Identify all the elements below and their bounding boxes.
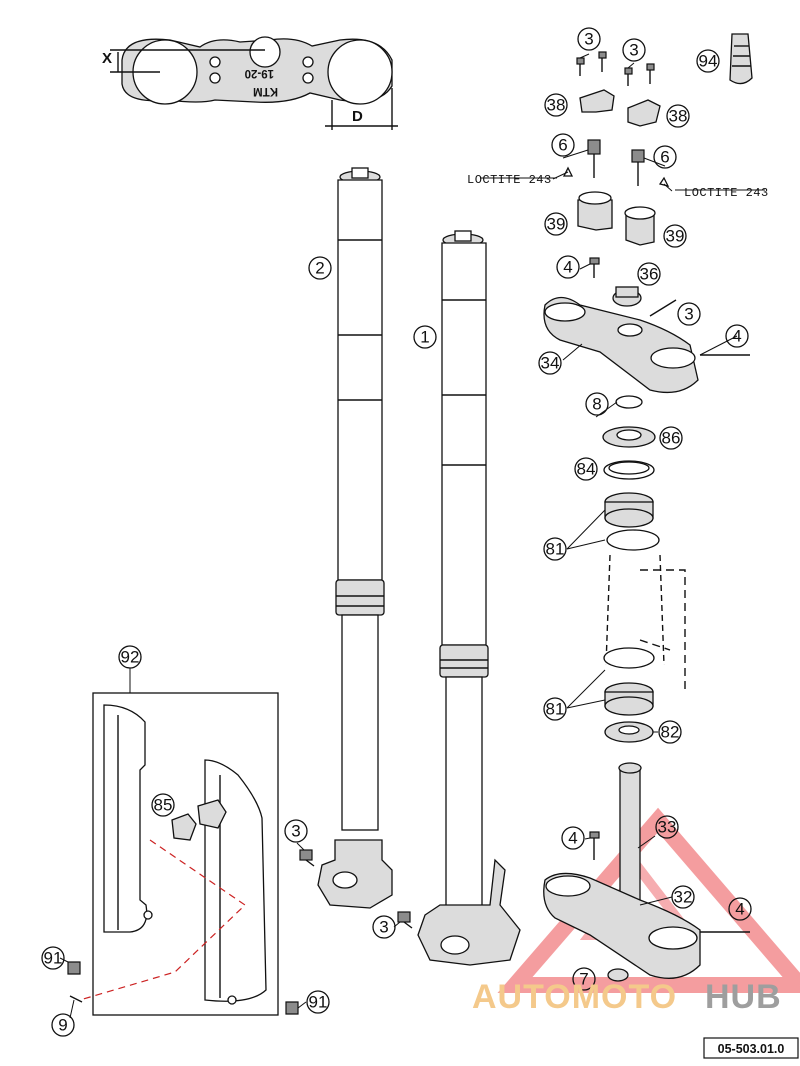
callout-39-left: 39 (547, 215, 566, 234)
callout-34: 34 (541, 354, 560, 373)
lower-triple-clamp-33 (543, 762, 750, 982)
bolt-set-6 (562, 139, 670, 187)
tool-94 (729, 33, 753, 85)
callout-4-lower-clamp: 4 (568, 829, 577, 848)
callout-91-left: 91 (44, 949, 63, 968)
callout-38-left: 38 (547, 96, 566, 115)
callout-94: 94 (699, 52, 718, 71)
bearing-stack (602, 395, 686, 743)
loctite-note-right: LOCTITE 243 (684, 186, 769, 200)
callout-3-fork-right: 3 (379, 918, 388, 937)
handlebar-clamp-lower-39 (577, 191, 656, 246)
callout-7: 7 (579, 970, 588, 989)
bolt-set-3 (576, 51, 655, 86)
callout-circles (41, 27, 752, 1037)
callout-3-upper-clamp: 3 (684, 305, 693, 324)
callout-92: 92 (121, 648, 140, 667)
reference-number: 05-503.01.0 (718, 1042, 785, 1056)
upper-triple-clamp-34 (543, 257, 750, 394)
handlebar-clamp-upper-38 (579, 89, 661, 127)
callout-8: 8 (592, 395, 601, 414)
callout-1: 1 (420, 328, 429, 347)
callout-33: 33 (658, 818, 677, 837)
callout-6-right: 6 (660, 148, 669, 167)
top-clamp-top-view: 19-20 KTM (110, 36, 398, 130)
dimension-x-label: X (102, 50, 112, 67)
callout-39-right: 39 (666, 227, 685, 246)
callout-32: 32 (674, 888, 693, 907)
callout-2: 2 (315, 259, 324, 278)
callout-85: 85 (154, 796, 173, 815)
bolt-screws-lower (67, 849, 413, 1015)
callout-3-fork-left: 3 (291, 822, 300, 841)
loctite-note-left: LOCTITE 243 (467, 173, 552, 187)
callout-81-upper: 81 (546, 540, 565, 559)
callout-3-top-right: 3 (629, 41, 638, 60)
svg-text:KTM: KTM (253, 85, 278, 97)
callout-84: 84 (577, 460, 596, 479)
callout-36: 36 (640, 265, 659, 284)
callout-4-upper-clamp: 4 (563, 258, 572, 277)
dimension-d-label: D (352, 108, 363, 125)
callout-91-right: 91 (309, 993, 328, 1012)
watermark-text-automoto: AUTOMOTO (472, 978, 677, 1016)
callout-4-lower-clamp-side: 4 (735, 900, 744, 919)
watermark-text-hub: HUB (705, 978, 782, 1016)
svg-text:19-20: 19-20 (245, 67, 274, 79)
callout-9: 9 (58, 1016, 67, 1035)
callout-38-right: 38 (669, 107, 688, 126)
reference-box (703, 1037, 799, 1059)
fork-leg-2 (317, 167, 393, 909)
callout-6-left: 6 (558, 136, 567, 155)
callout-86: 86 (662, 429, 681, 448)
fork-leg-1 (417, 230, 521, 966)
leader-lines (59, 53, 765, 1019)
callout-3-top-left: 3 (584, 30, 593, 49)
callout-81-lower: 81 (546, 700, 565, 719)
callout-82: 82 (661, 723, 680, 742)
fork-guard-set-92 (79, 692, 279, 1016)
callout-4-upper-clamp-side: 4 (732, 327, 741, 346)
